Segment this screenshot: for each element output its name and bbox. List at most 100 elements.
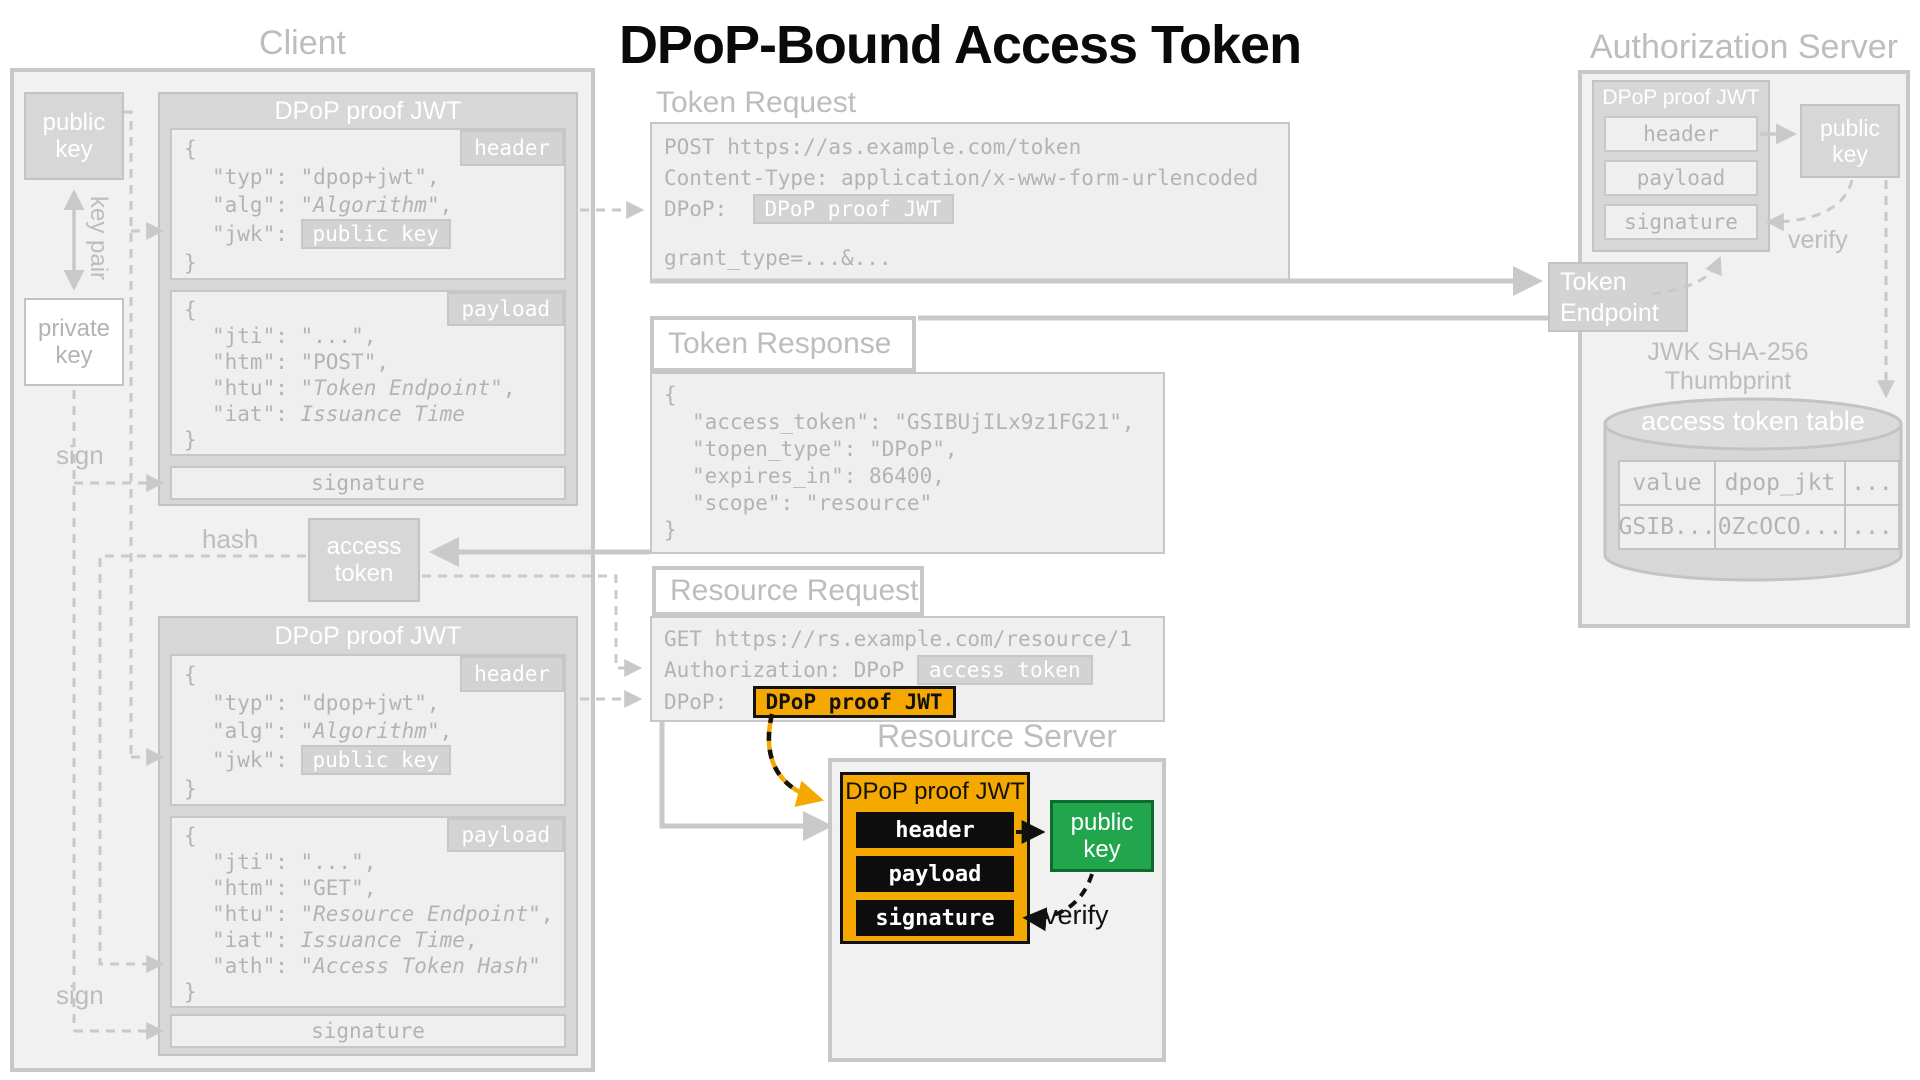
table-header-row: value dpop_jkt ... [1618, 460, 1900, 506]
code-line: "htm": "GET", [212, 876, 377, 900]
table-row: GSIB... 0ZcOCO... ... [1618, 504, 1900, 550]
client-jwt2-title: DPoP proof JWT [274, 622, 462, 650]
sign-label-1: sign [56, 440, 104, 470]
access-token-table: value dpop_jkt ... GSIB... 0ZcOCO... ... [1618, 460, 1900, 550]
code-line: GET https://rs.example.com/resource/1 [664, 627, 1132, 651]
resource-request-box: GET https://rs.example.com/resource/1 Au… [650, 616, 1165, 722]
token-response-box: { "access_token": "GSIBUjILx9z1FG21", "t… [650, 372, 1165, 554]
code-line: "alg": "Algorithm", [212, 193, 453, 217]
code-line: "iat": Issuance Time [212, 402, 465, 426]
dpop-highlight-curve-dashes [766, 713, 825, 807]
client-jwt2-header-tag: header [460, 656, 564, 692]
rs-jwt-payload: payload [856, 856, 1014, 892]
client-jwt1-signature-box: signature [170, 466, 566, 500]
access-token-box: access token [308, 518, 420, 602]
code-line: "htm": "POST", [212, 350, 390, 374]
rs-jwt-title: DPoP proof JWT [845, 778, 1025, 805]
table-cell: 0ZcOCO... [1714, 504, 1846, 550]
code-line: { [184, 137, 197, 161]
table-cell: GSIB... [1618, 504, 1716, 550]
code-line: "typ": "dpop+jwt", [212, 691, 440, 715]
code-line: DPoP: DPoP proof JWT [664, 194, 1288, 225]
jwk-public-key-badge: public key [300, 219, 451, 249]
token-response-title: Token Response [650, 316, 916, 372]
page-title: DPoP-Bound Access Token [618, 15, 1302, 75]
code-line: Authorization: DPoP access token [664, 655, 1163, 686]
jwk-public-key-badge: public key [300, 745, 451, 775]
access-token-badge: access token [916, 655, 1093, 685]
code-line: } [184, 777, 197, 801]
sign-label-2: sign [56, 980, 104, 1010]
client-jwt2-payload-tag: payload [447, 818, 564, 852]
hash-label: hash [202, 524, 259, 554]
resource-request-title-text: Resource Request [670, 574, 919, 607]
as-jwt-signature: signature [1604, 204, 1758, 240]
rs-public-key-label: public key [1070, 809, 1134, 863]
table-cell: ... [1844, 504, 1900, 550]
code-line: "jti": "...", [212, 324, 377, 348]
client-jwt1-payload-tag: payload [447, 292, 564, 326]
client-jwt2-payload-box: payload { "jti": "...", "htm": "GET", "h… [170, 816, 566, 1008]
code-line: "typ": "dpop+jwt", [212, 165, 440, 189]
code-line: "iat": Issuance Time, [212, 928, 478, 952]
code-line: } [664, 518, 677, 542]
code-line: "ath": "Access Token Hash" [212, 954, 541, 978]
rs-public-key-box: public key [1050, 800, 1154, 872]
table-header-cell: ... [1844, 460, 1900, 506]
key-pair-label: key pair [85, 196, 112, 281]
client-jwt1-title: DPoP proof JWT [274, 97, 462, 125]
code-line: "expires_in": 86400, [692, 464, 945, 488]
access-token-label: access token [326, 533, 402, 587]
as-jwt-title: DPoP proof JWT [1602, 86, 1760, 109]
dpop-proof-jwt-badge: DPoP proof JWT [752, 194, 954, 224]
resource-server-title: Resource Server [876, 718, 1118, 754]
client-jwt1-payload-box: payload { "jti": "...", "htm": "POST", "… [170, 290, 566, 456]
as-jwt-header: header [1604, 116, 1758, 152]
rs-verify-label: verify [1044, 900, 1109, 930]
signature-label: signature [311, 1019, 425, 1043]
code-line: Content-Type: application/x-www-form-url… [664, 166, 1259, 190]
code-line: "jwk": public key [184, 219, 564, 249]
signature-label: signature [311, 471, 425, 495]
client-jwt1-header-box: header { "typ": "dpop+jwt", "alg": "Algo… [170, 128, 566, 280]
rs-jwt-signature: signature [856, 900, 1014, 936]
client-public-key-box: public key [24, 92, 124, 180]
resource-request-title: Resource Request [652, 566, 924, 616]
client-jwt2-header-box: header { "typ": "dpop+jwt", "alg": "Algo… [170, 654, 566, 806]
code-line: "htu": "Resource Endpoint", [212, 902, 554, 926]
client-jwt2-signature-box: signature [170, 1014, 566, 1048]
code-line: POST https://as.example.com/token [664, 135, 1082, 159]
code-line: "scope": "resource" [692, 491, 933, 515]
table-header-cell: value [1618, 460, 1716, 506]
token-request-title: Token Request [656, 86, 857, 119]
token-response-title-text: Token Response [668, 327, 892, 360]
rs-jwt-header: header [856, 812, 1014, 848]
dpop-highlight-curve-orange [766, 713, 819, 802]
auth-server-title: Authorization Server [1589, 28, 1899, 66]
jwk-thumbprint-label: JWK SHA-256 Thumbprint [1647, 338, 1809, 395]
code-line: } [184, 980, 197, 1004]
client-jwt1-header-tag: header [460, 130, 564, 166]
code-line: "alg": "Algorithm", [212, 719, 453, 743]
token-endpoint-box: Token Endpoint [1548, 262, 1688, 332]
as-jwt-payload: payload [1604, 160, 1758, 196]
client-public-key-label: public key [42, 109, 106, 163]
code-line: "topen_type": "DPoP", [692, 437, 958, 461]
code-line: DPoP: DPoP proof JWT [664, 686, 1163, 718]
client-title: Client [259, 24, 346, 62]
code-line: grant_type=...&... [664, 246, 892, 270]
code-line: } [184, 428, 197, 452]
code-line: { [664, 383, 677, 407]
resource-request-to-rs-arrow [659, 722, 834, 841]
as-verify-label: verify [1788, 226, 1848, 254]
table-header-cell: dpop_jkt [1714, 460, 1846, 506]
token-request-box: POST https://as.example.com/token Conten… [650, 122, 1290, 282]
dpop-proof-jwt-badge-highlight: DPoP proof JWT [752, 686, 956, 718]
client-private-key-box: private key [24, 298, 124, 386]
code-line: "jwk": public key [184, 745, 564, 775]
as-public-key-box: public key [1800, 104, 1900, 178]
client-private-key-label: private key [37, 315, 111, 369]
code-line: "jti": "...", [212, 850, 377, 874]
as-public-key-label: public key [1819, 115, 1881, 167]
